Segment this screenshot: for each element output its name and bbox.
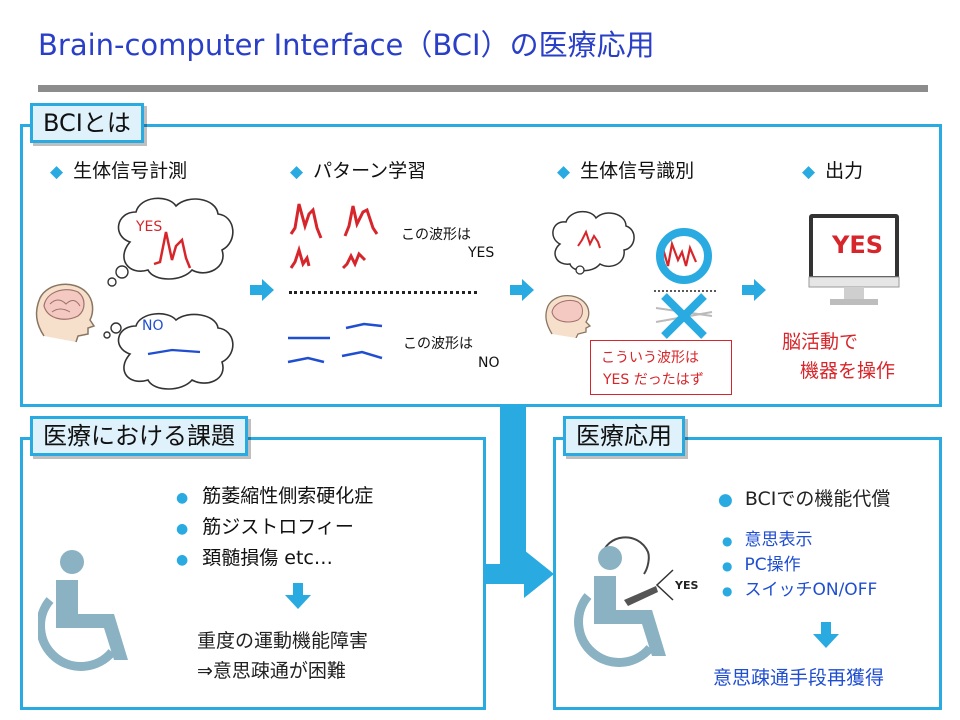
medical-panel [553, 437, 942, 710]
down-arrow-icon [285, 583, 311, 609]
medical-headline: ●BCIでの機能代償 [718, 488, 891, 510]
list-item: ●意思表示 [722, 530, 813, 550]
thought-bubble-small [103, 322, 122, 339]
right-arrow-icon [742, 279, 766, 301]
circle-mark-icon [656, 228, 712, 284]
down-arrow-icon [813, 622, 839, 648]
blue-waveforms [287, 322, 383, 364]
medical-result: 意思疎通手段再獲得 [713, 667, 885, 689]
no-label: NO [142, 318, 164, 334]
medical-tag: 医療応用 [563, 416, 685, 456]
issues-result-line2: ⇒意思疎通が困難 [197, 660, 346, 682]
issues-result-line1: 重度の運動機能障害 [197, 630, 369, 652]
diamond-bullet-icon: ◆ [50, 162, 64, 182]
pattern-yes-value: YES [468, 245, 495, 261]
thought-cloud-icon [117, 197, 234, 280]
identify-note-line1: こういう波形は [601, 350, 699, 366]
title-underline [38, 85, 928, 92]
thought-bubble-small [107, 265, 129, 287]
yes-label: YES [136, 219, 163, 235]
issues-list: ●筋萎縮性側索硬化症 ●筋ジストロフィー ●頚髄損傷 etc… [176, 482, 373, 575]
issues-tag: 医療における課題 [30, 416, 248, 456]
output-line1: 脳活動で [782, 331, 859, 353]
output-line2: 機器を操作 [800, 360, 896, 382]
medical-list: ●意思表示 ●PC操作 ●スイッチON/OFF [722, 528, 877, 603]
step-learn: ◆パターン学習 [290, 160, 427, 182]
step-output: ◆出力 [802, 160, 864, 182]
brain-head-icon [35, 283, 96, 343]
list-item: ●PC操作 [722, 555, 801, 575]
cross-mark-icon [661, 293, 707, 339]
monitor-yes-text: YES [832, 231, 884, 259]
pattern-no-value: NO [478, 355, 500, 371]
wheelchair-icon [38, 550, 128, 671]
bci-tag: BCIとは [30, 103, 144, 143]
step-measure: ◆生体信号計測 [50, 160, 188, 182]
list-item: ●筋萎縮性側索硬化症 [176, 485, 374, 507]
list-item: ●スイッチON/OFF [722, 580, 878, 600]
slide-title: Brain-computer Interface（BCI）の医療応用 [38, 28, 655, 62]
identify-note-line2: YES だったはず [603, 372, 704, 388]
connector-arrow [484, 400, 554, 598]
right-arrow-icon [250, 279, 274, 301]
pattern-yes-text: この波形は [401, 227, 471, 243]
monitor-icon [808, 214, 900, 305]
speech-yes-text: YES [675, 579, 699, 592]
dotted-separator [289, 291, 477, 294]
identify-marks [654, 228, 716, 339]
diamond-bullet-icon: ◆ [557, 162, 571, 182]
identify-note-box [590, 340, 732, 395]
diamond-bullet-icon: ◆ [802, 162, 816, 182]
thought-cloud-icon [117, 313, 234, 390]
step-identify: ◆生体信号識別 [557, 160, 695, 182]
red-waveforms [289, 203, 379, 270]
thought-cloud-icon [552, 210, 635, 275]
list-item: ●頚髄損傷 etc… [176, 547, 333, 569]
list-item: ●筋ジストロフィー [176, 516, 354, 538]
diamond-bullet-icon: ◆ [290, 162, 304, 182]
right-arrow-icon [510, 279, 534, 301]
speech-mark [655, 569, 674, 601]
bullet-icon: ● [718, 490, 733, 510]
wheelchair-icon [574, 536, 666, 667]
brain-head-icon [545, 295, 592, 338]
pattern-no-text: この波形は [403, 336, 473, 352]
